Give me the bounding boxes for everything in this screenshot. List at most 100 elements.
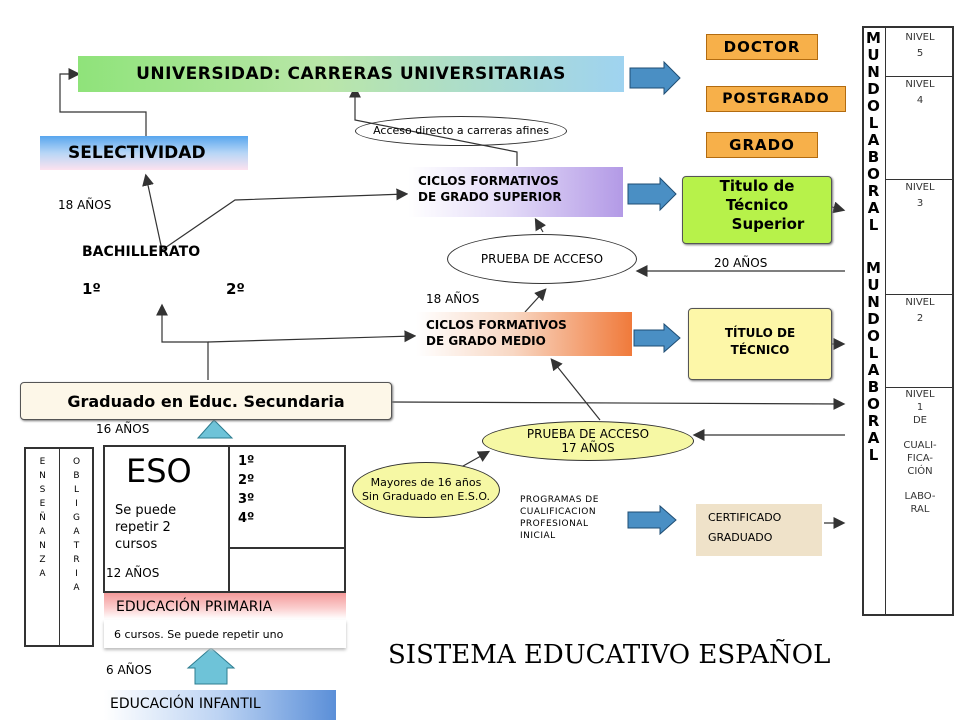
arrow-graduado-cfgm <box>207 330 417 343</box>
nivel-1-label: NIVEL <box>905 389 935 400</box>
mundo-letter-17: L <box>868 344 879 362</box>
mundo-letter-16: O <box>867 327 880 345</box>
age-12: 12 AÑOS <box>106 566 160 580</box>
prueba17-line-1: PRUEBA DE ACCESO <box>526 427 650 441</box>
programas-line-2: CUALIFICACION <box>520 507 597 517</box>
mayores-line-2: Sin Graduado en E.S.O. <box>361 490 491 503</box>
ensen-letter-1: N <box>39 471 46 481</box>
age-6: 6 AÑOS <box>106 663 152 677</box>
age-20: 20 AÑOS <box>714 256 768 270</box>
oblig-letter-0: O <box>72 457 81 467</box>
mayores-line-1: Mayores de 16 años <box>370 476 482 489</box>
bachillerato-year-2: 2º <box>226 280 245 298</box>
ciclos-superior-line-1: CICLOS FORMATIVOS <box>418 174 559 188</box>
ensen-letter-3: E <box>39 499 46 509</box>
mundo-letter-9: R <box>867 182 880 200</box>
nivel-5-num: 5 <box>916 48 924 59</box>
block-arrow-universidad <box>629 60 681 96</box>
ciclos-superior-box: CICLOS FORMATIVOS DE GRADO SUPERIOR <box>408 167 623 217</box>
ensen-letter-2: S <box>39 485 46 495</box>
eso-year-2: 2º <box>238 473 255 488</box>
titulo-ts-line-2: Técnico <box>725 196 789 214</box>
nivel-4-cell: NIVEL 4 <box>886 73 954 180</box>
arrow-cfgm-prueba <box>524 288 547 313</box>
nivel-3-cell: NIVEL 3 <box>886 176 954 295</box>
nivel-3-num: 3 <box>916 198 924 209</box>
ensen-letter-7: Z <box>39 555 46 565</box>
age-18-left: 18 AÑOS <box>58 198 112 212</box>
block-arrow-programas <box>627 504 677 536</box>
nivel-4-label: NIVEL <box>905 79 935 90</box>
certificado-line-2: GRADUADO <box>708 531 773 544</box>
mundo-letter-12: M <box>866 259 881 277</box>
nivel-1-num: 1 <box>916 402 924 413</box>
arrow-graduado-mundo <box>391 397 846 410</box>
universidad-box: UNIVERSIDAD: CARRERAS UNIVERSITARIAS <box>78 56 624 92</box>
grado-label: GRADO <box>729 136 795 154</box>
educacion-infantil-label: EDUCACIÓN INFANTIL <box>110 696 261 712</box>
prueba-acceso-17-ellipse: PRUEBA DE ACCESO 17 AÑOS <box>482 421 694 461</box>
eso-note-3: cursos <box>115 537 158 552</box>
mundo-letter-19: B <box>867 378 880 396</box>
mundo-letter-21: R <box>867 412 880 430</box>
prueba17-line-2: 17 AÑOS <box>561 441 615 455</box>
arrow-graduado-bachillerato <box>156 303 209 380</box>
nivel-1-de: DE <box>912 415 928 426</box>
titulo-tecnico-scroll: TÍTULO DE TÉCNICO <box>688 308 832 380</box>
mayores-16-ellipse: Mayores de 16 años Sin Graduado en E.S.O… <box>352 462 500 518</box>
nivel-1-labo: LABO- <box>904 491 936 502</box>
primaria-note-box: 6 cursos. Se puede repetir uno <box>104 620 346 648</box>
selectividad-label: SELECTIVIDAD <box>68 143 206 163</box>
oblig-letter-6: T <box>73 541 80 551</box>
mundo-letter-18: A <box>867 361 880 379</box>
prueba-acceso-label: PRUEBA DE ACCESO <box>480 252 604 266</box>
block-arrow-up-eso <box>196 419 234 439</box>
mundo-letter-1: U <box>867 46 880 64</box>
ensen-letter-6: N <box>39 541 46 551</box>
eso-divider-h <box>230 547 346 549</box>
programas-line-4: INICIAL <box>520 531 556 541</box>
arrow-prueba-cfgs <box>534 217 547 233</box>
mundo-letter-10: A <box>867 199 880 217</box>
footer-title: SISTEMA EDUCATIVO ESPAÑOL <box>388 640 831 670</box>
nivel-1-cell: NIVEL 1 DE CUALI- FICA- CIÓN LABO- RAL <box>886 384 954 618</box>
programas-line-3: PROFESIONAL <box>520 519 589 529</box>
block-arrow-up-infantil <box>186 647 236 685</box>
eso-note-2: repetir 2 <box>115 520 171 535</box>
niveles-column: NIVEL 5 NIVEL 4 NIVEL 3 NIVEL 2 NIVEL 1 … <box>886 26 954 616</box>
ensen-letter-0: E <box>39 457 46 467</box>
doctor-badge: DOCTOR <box>706 34 818 60</box>
ciclos-medio-line-1: CICLOS FORMATIVOS <box>426 318 567 332</box>
mundo-letter-13: U <box>867 276 880 294</box>
mundo-letter-4: O <box>867 97 880 115</box>
oblig-letter-5: A <box>73 527 80 537</box>
certificado-line-1: CERTIFICADO <box>708 511 782 524</box>
bachillerato-year-1: 1º <box>82 280 101 298</box>
titulo-tecnico-superior-scroll: Titulo de Técnico Superior <box>682 176 832 244</box>
ensen-letter-4: Ñ <box>39 513 46 523</box>
educacion-primaria-box: EDUCACIÓN PRIMARIA <box>104 593 346 619</box>
nivel-4-num: 4 <box>916 95 924 106</box>
programas-line-1: PROGRAMAS DE <box>520 495 599 505</box>
oblig-letter-1: B <box>73 471 80 481</box>
eso-year-3: 3º <box>238 492 255 507</box>
eso-divider-v <box>228 445 230 593</box>
nivel-1-ral: RAL <box>910 504 930 515</box>
certificado-box: CERTIFICADO GRADUADO <box>696 504 822 556</box>
mundo-letter-0: M <box>866 29 881 47</box>
age-18-mid: 18 AÑOS <box>426 292 480 306</box>
block-arrow-cfgs <box>627 176 677 212</box>
arrow-bachillerato-cfgs <box>161 188 409 251</box>
grado-badge: GRADO <box>706 132 818 158</box>
nivel-2-cell: NIVEL 2 <box>886 291 954 388</box>
nivel-1-cuali: CUALI- <box>903 440 937 451</box>
mundo-letter-8: O <box>867 165 880 183</box>
graduado-secundaria-scroll: Graduado en Educ. Secundaria <box>20 382 392 420</box>
programas-text: PROGRAMAS DE CUALIFICACION PROFESIONAL I… <box>520 494 599 542</box>
oblig-letter-3: I <box>75 499 78 509</box>
mundo-laboral-panel <box>862 26 954 616</box>
